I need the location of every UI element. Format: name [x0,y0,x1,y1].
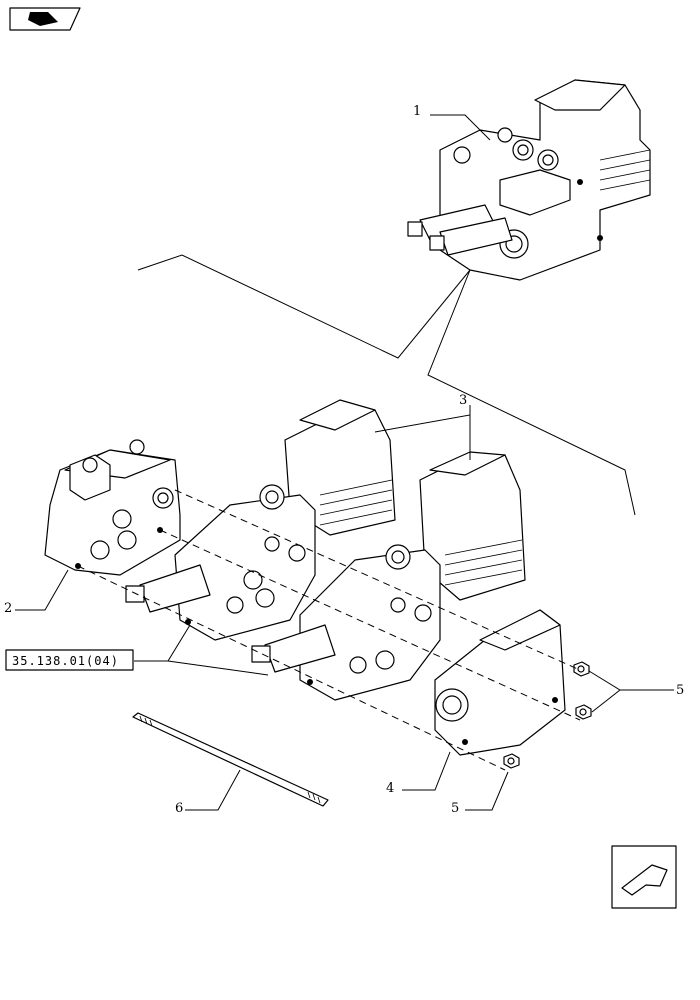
callout-6: 6 [175,801,183,816]
nuts-part-5 [503,661,592,769]
inlet-section-part-2 [44,439,181,576]
callout-2: 2 [4,601,12,616]
callout-3: 3 [459,393,467,408]
callout-5-bottom: 5 [451,801,459,816]
callout-1: 1 [413,104,421,119]
callout-5-right: 5 [676,683,684,698]
outlet-section-part-4 [434,609,566,756]
valve-section-part-3-left [125,399,396,641]
leader-lines [15,114,674,811]
reference-box-label: 35.138.01(04) [12,654,119,668]
tie-rod-part-6 [132,712,329,807]
guide-lines [137,254,636,516]
reference-box[interactable]: 35.138.01(04) [5,649,134,671]
back-arrow-nav-icon[interactable] [611,845,677,909]
callout-4: 4 [386,781,394,796]
alignment-dashes [77,489,581,771]
book-nav-icon[interactable] [9,7,81,31]
assembled-valve-part-1 [407,79,651,281]
